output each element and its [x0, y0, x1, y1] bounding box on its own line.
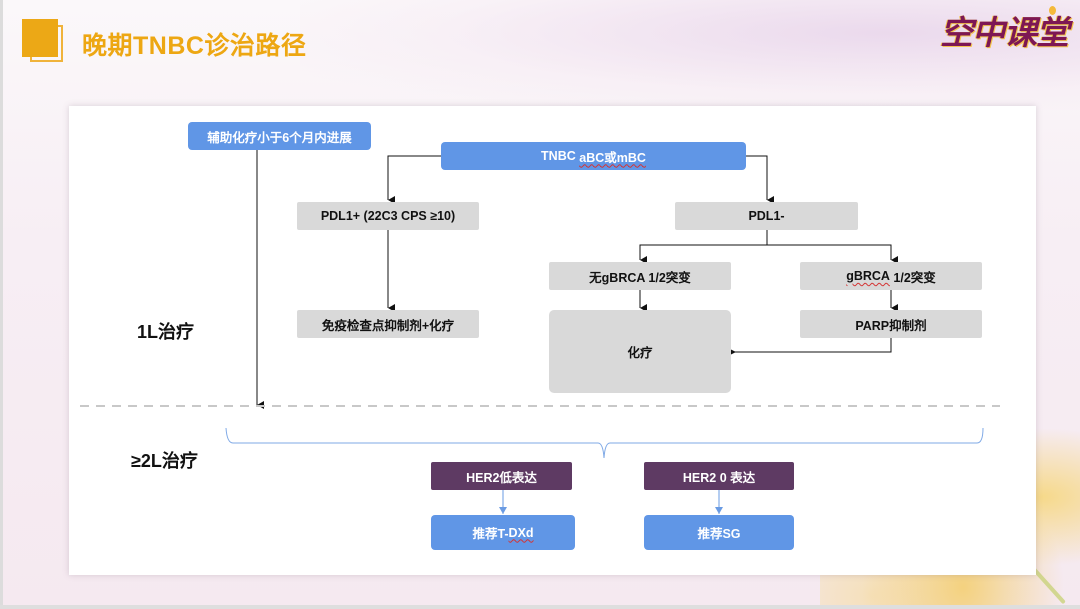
gbrca-label-marked: gBRCA [846, 269, 890, 283]
her2-low-label: HER2低表达 [466, 470, 537, 485]
title-square-icon [22, 19, 63, 62]
pdl1-negative-box: PDL1- [675, 202, 858, 230]
recommend-sg-box: 推荐SG [644, 515, 794, 550]
adjuvant-progress-label: 辅助化疗小于6个月内进展 [207, 130, 352, 145]
gbrca-box: gBRCA 1/2突变 [800, 262, 982, 290]
adjuvant-progress-box: 辅助化疗小于6个月内进展 [188, 122, 371, 150]
root-label-plain: TNBC [541, 149, 580, 163]
recommend-tdxd-box: 推荐T-DXd [431, 515, 575, 550]
recommend-tdxd-label-marked: DXd [508, 525, 534, 540]
immuno-chemo-label: 免疫检查点抑制剂+化疗 [321, 318, 455, 333]
her2-zero-label: HER2 0 表达 [682, 470, 756, 485]
root-box: TNBC aBC或mBC [441, 142, 746, 170]
no-gbrca-label: 无gBRCA 1/2突变 [589, 270, 691, 285]
parp-box: PARP抑制剂 [800, 310, 982, 338]
her2-low-box: HER2低表达 [431, 462, 572, 490]
pdl1-negative-label: PDL1- [748, 209, 785, 223]
slide-left-border [0, 0, 3, 609]
recommend-tdxd-label-plain: 推荐T- [472, 527, 509, 541]
gbrca-label-plain: 1/2突变 [889, 270, 936, 285]
her2-zero-box: HER2 0 表达 [644, 462, 794, 490]
brand-logo: 空中课堂 [940, 6, 1069, 54]
no-gbrca-box: 无gBRCA 1/2突变 [549, 262, 731, 290]
parp-label: PARP抑制剂 [855, 318, 927, 333]
lightbulb-icon [1049, 6, 1056, 15]
chemo-label: 化疗 [627, 346, 653, 360]
pdl1-positive-box: PDL1+ (22C3 CPS ≥10) [297, 202, 479, 230]
first-line-label: 1L治疗 [137, 322, 195, 342]
brand-logo-text: 空中课堂 [940, 14, 1069, 51]
second-line-label: ≥2L治疗 [131, 451, 198, 471]
page-title: 晚期TNBC诊治路径 [82, 32, 307, 60]
background-tint [300, 0, 1080, 110]
pdl1-positive-label: PDL1+ (22C3 CPS ≥10) [320, 209, 456, 223]
chemo-box: 化疗 [549, 310, 731, 393]
recommend-sg-label: 推荐SG [697, 527, 741, 541]
root-label-marked: aBC或mBC [579, 150, 646, 165]
immuno-chemo-box: 免疫检查点抑制剂+化疗 [297, 310, 479, 338]
slide-bottom-border [0, 605, 1080, 609]
